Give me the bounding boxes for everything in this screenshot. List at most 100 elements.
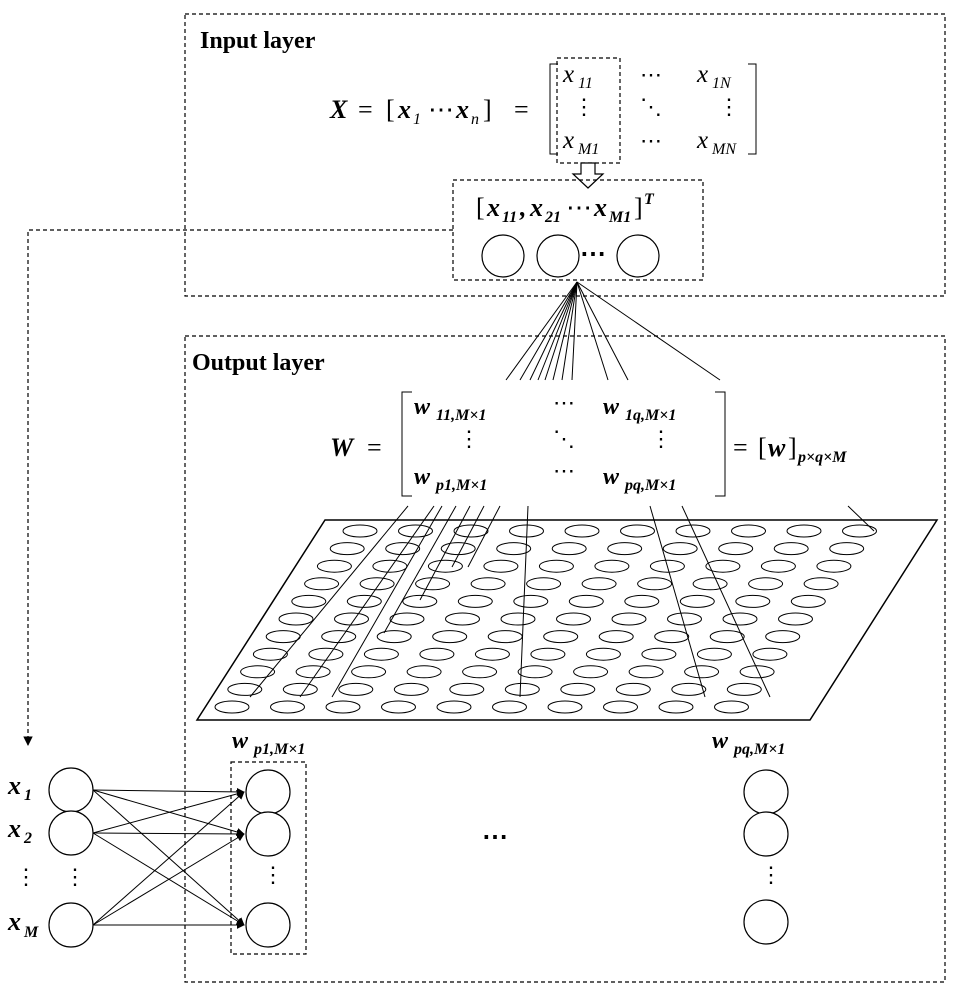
grid-neuron (346, 594, 382, 608)
grid-neuron (483, 559, 519, 573)
svg-text:]: ] (483, 95, 492, 124)
grid-neuron (594, 559, 630, 573)
grid-neuron (718, 542, 754, 556)
neuron-pq-2 (743, 811, 789, 857)
svg-text:pq,M×1: pq,M×1 (732, 741, 785, 758)
grid-neuron (560, 682, 596, 696)
grid-neuron (325, 700, 361, 714)
weight-matrix-symbol: W (330, 433, 355, 462)
som-grid-neurons (214, 524, 877, 714)
grid-neuron (620, 524, 655, 538)
grid-neuron (474, 647, 510, 661)
svg-text:x: x (7, 771, 21, 800)
grid-neuron (778, 612, 813, 626)
svg-text:1q,M×1: 1q,M×1 (625, 407, 676, 424)
grid-neuron (829, 542, 865, 556)
svg-text:X: X (329, 95, 348, 124)
input-neuron-2 (536, 234, 580, 278)
grid-neuron (214, 700, 250, 714)
grid-neuron (556, 612, 591, 626)
grid-neuron (679, 594, 715, 608)
grid-neuron (376, 630, 412, 644)
grid-neuron (696, 647, 732, 661)
grid-neuron (440, 542, 476, 556)
grid-neuron (564, 524, 600, 538)
svg-text:x: x (562, 127, 574, 154)
grid-neuron (765, 630, 801, 644)
neuron-pq-1 (743, 769, 789, 815)
svg-text:=: = (514, 95, 529, 124)
input-matrix-cells: x 11 ⋯ x 1N ⋮ ⋱ ⋮ x M1 ⋯ x MN (562, 61, 740, 158)
label-w-p1: w p1,M×1 (232, 728, 305, 758)
grid-neuron (722, 612, 758, 626)
input-matrix-left-bracket (549, 63, 558, 155)
neuron-p1-m (245, 902, 291, 948)
feed-path-dashed (23, 229, 453, 746)
input-node-x2 (48, 810, 94, 856)
grid-neuron (445, 612, 480, 626)
svg-text:[: [ (758, 433, 767, 462)
svg-text:⋯: ⋯ (640, 128, 662, 153)
grid-neuron (316, 559, 352, 573)
grid-neuron (513, 594, 549, 608)
grid-neuron (842, 524, 877, 538)
input-to-weight-connections (505, 281, 721, 381)
svg-text:x: x (562, 61, 574, 88)
svg-text:x: x (7, 814, 21, 843)
grid-neuron (517, 665, 553, 679)
input-neuron-ellipsis: ⋯ (580, 239, 606, 268)
weight-matrix-equals: = (367, 433, 382, 462)
grid-neuron (752, 647, 788, 661)
svg-text:1: 1 (413, 111, 421, 128)
svg-text:]: ] (634, 193, 643, 222)
input-neuron-m (616, 234, 660, 278)
svg-text:⋱: ⋱ (553, 426, 575, 451)
svg-text:,: , (519, 193, 527, 222)
svg-text:p1,M×1: p1,M×1 (434, 477, 487, 494)
grid-neuron (427, 559, 463, 573)
grid-neuron (603, 700, 638, 714)
input-matrix-equation: X = [ x 1 ⋯ x n ] = (329, 95, 529, 128)
grid-neuron (543, 630, 579, 644)
svg-text:⋮: ⋮ (718, 94, 740, 119)
grid-neuron (402, 594, 438, 608)
grid-neuron (308, 647, 344, 661)
svg-text:w: w (603, 464, 620, 490)
column-vector-label: [ x 11 , x 21 ⋯ x M1 ] T (476, 191, 655, 226)
grid-neuron (270, 700, 305, 714)
grid-neuron (393, 682, 429, 696)
svg-text:pq,M×1: pq,M×1 (623, 477, 676, 494)
svg-text:2: 2 (23, 830, 32, 847)
svg-text:21: 21 (544, 209, 561, 226)
svg-text:w: w (414, 464, 431, 490)
svg-text:w: w (768, 433, 786, 462)
grid-neuron (321, 630, 357, 644)
grid-neuron (573, 665, 609, 679)
grid-neuron (449, 682, 485, 696)
grid-neuron (351, 665, 387, 679)
grid-neuron (760, 559, 796, 573)
grid-neuron (607, 542, 643, 556)
grid-neuron (731, 524, 766, 538)
grid-neuron (786, 524, 822, 538)
grid-neuron (432, 630, 468, 644)
grid-neuron (658, 700, 694, 714)
svg-text:⋱: ⋱ (640, 94, 662, 119)
svg-text:x: x (593, 193, 607, 222)
grid-neuron (372, 559, 408, 573)
grid-neuron (526, 577, 562, 591)
grid-neuron (385, 542, 421, 556)
svg-text:11: 11 (578, 75, 593, 92)
grid-neuron (282, 682, 318, 696)
svg-text:11: 11 (502, 209, 517, 226)
grid-neuron (462, 665, 498, 679)
grid-neuron (803, 577, 839, 591)
weight-tensor-shorthand: = [ w ] p×q×M (733, 433, 847, 466)
output-layer-box (184, 335, 946, 983)
label-w-pq: w pq,M×1 (712, 728, 785, 758)
grid-neuron (714, 700, 749, 714)
grid-neuron (415, 577, 451, 591)
grid-neuron (389, 612, 425, 626)
svg-text:M: M (23, 924, 39, 941)
weight-matrix-left-bracket (401, 391, 412, 497)
